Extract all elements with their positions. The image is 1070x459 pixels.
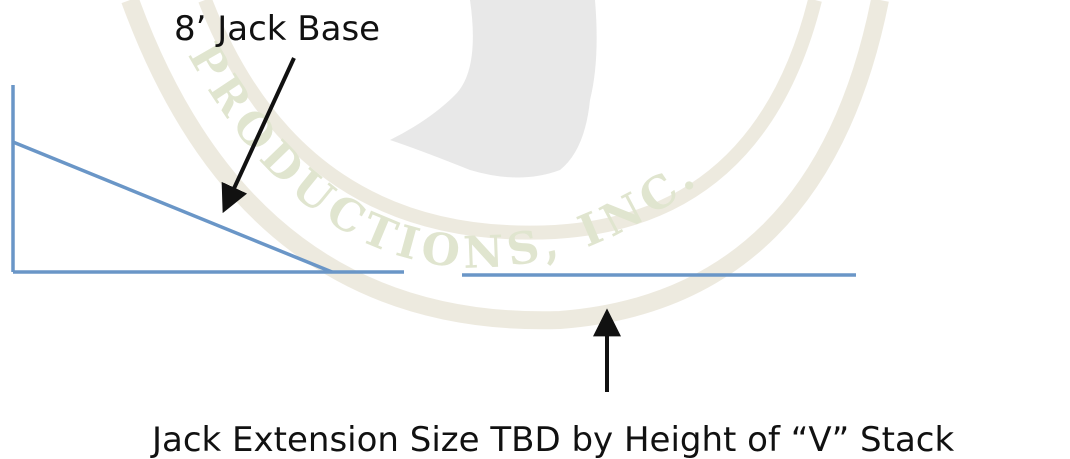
jack-base-label: 8’ Jack Base [174, 9, 380, 49]
jack-base-wedge [11, 85, 404, 274]
jack-extension-label: Jack Extension Size TBD by Height of “V”… [150, 420, 954, 459]
watermark-outer-ring [121, 0, 889, 330]
watermark-inner-ring [198, 0, 822, 240]
wedge-slope-line [12, 140, 333, 274]
watermark-figure [390, 0, 597, 178]
jack-base-arrow [221, 57, 296, 214]
